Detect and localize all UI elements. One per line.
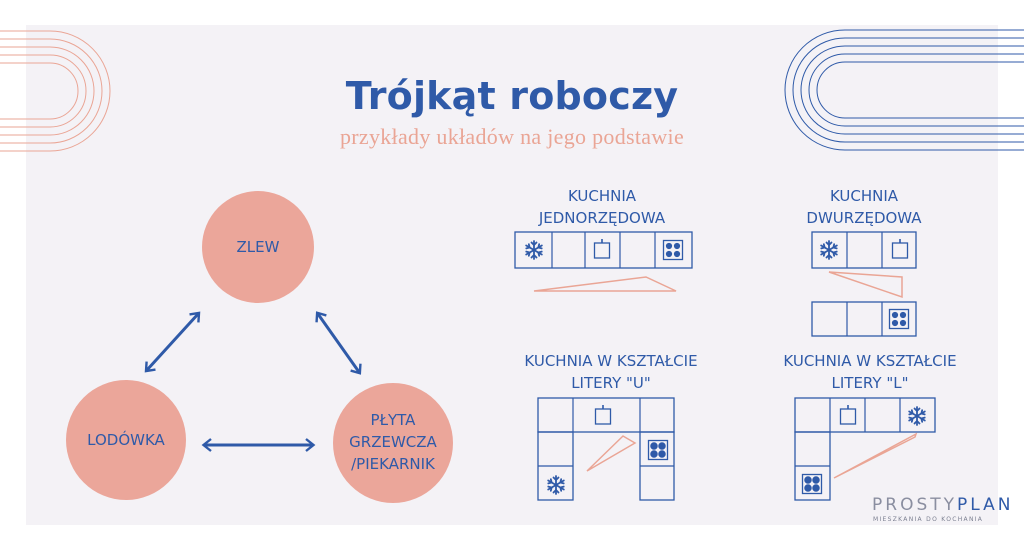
decor-arcs-left	[0, 30, 111, 152]
work-triangle	[533, 276, 677, 292]
decor-arcs-right	[784, 29, 1024, 151]
sink-circle	[202, 191, 314, 303]
double-row-kitchen	[811, 231, 917, 337]
l-shape-kitchen	[794, 397, 936, 501]
work-triangle	[833, 432, 918, 479]
node-label-stove: PŁYTA GRZEWCZA /PIEKARNIK	[349, 411, 437, 473]
node-label-fridge: LODÓWKA	[87, 431, 165, 449]
caption-single-row: KUCHNIA JEDNORZĘDOWA	[538, 187, 666, 227]
stove-circle	[333, 383, 453, 503]
caption-l-shape: KUCHNIA W KSZTAŁCIE LITERY "L"	[783, 352, 957, 392]
fridge-circle	[66, 380, 186, 500]
work-triangle	[828, 271, 903, 299]
node-label-sink: ZLEW	[236, 238, 280, 256]
brand-tagline: MIESZKANIA DO KOCHANIA	[873, 516, 984, 523]
brand-logo: PROSTYPLAN	[872, 495, 1014, 515]
page-subtitle: przykłady układów na jego podstawie	[339, 124, 685, 149]
single-row-kitchen	[514, 231, 693, 292]
page-title: Trójkąt roboczy	[345, 74, 679, 118]
work-triangle	[586, 435, 637, 472]
caption-double-row: KUCHNIA DWURZĘDOWA	[806, 187, 922, 227]
caption-u-shape: KUCHNIA W KSZTAŁCIE LITERY "U"	[524, 352, 698, 392]
arrow-sink-stove	[315, 311, 362, 375]
arrow-fridge-sink	[144, 311, 201, 373]
u-shape-kitchen	[537, 397, 675, 501]
